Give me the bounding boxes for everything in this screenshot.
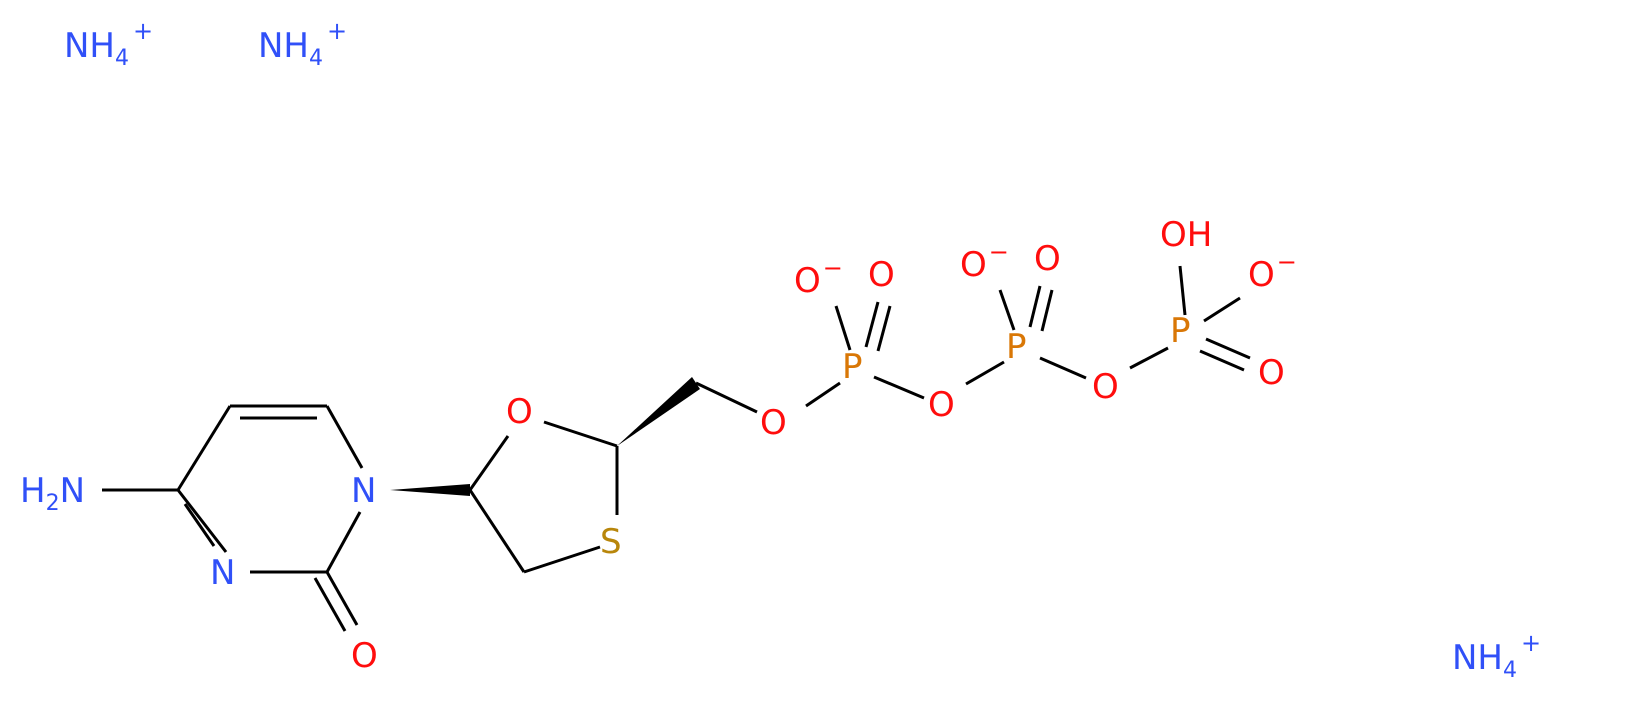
bond-n1-c2 — [325, 511, 362, 573]
bond-n3-c4-inner — [183, 503, 216, 547]
ammonium-ion-1: NH4+ — [64, 17, 153, 71]
atom-amine-nh2: H2N — [20, 471, 85, 516]
atom-o-beta-double: O — [1034, 239, 1061, 279]
bond-p-alpha-o-bridge1 — [873, 375, 925, 400]
bond-c1prime-o-ring — [468, 435, 510, 491]
bond-p-alpha-o-double — [864, 301, 880, 348]
ammonium-ion-3: NH4+ — [1452, 629, 1541, 683]
bond-o-ester-p-alpha — [805, 381, 841, 408]
bond-p-beta-o-bridge2 — [1039, 356, 1087, 380]
bond-p-beta-o-double-inner — [1040, 289, 1054, 332]
bond-ch2-o-ester — [695, 381, 758, 414]
bond-o-ring-c4prime — [543, 420, 618, 448]
atom-n3: N — [210, 553, 235, 593]
bond-n3-c4 — [176, 489, 228, 553]
atom-o-carbonyl: O — [351, 636, 378, 676]
bond-p-beta-o-double — [1028, 285, 1042, 328]
bond-p-alpha-o-minus — [834, 305, 852, 351]
bond-c5prime-c1prime — [468, 489, 526, 573]
atom-p-beta: P — [1006, 327, 1027, 367]
atom-o-ring: O — [506, 392, 533, 432]
ammonium-ion-2: NH4+ — [258, 17, 347, 71]
bond-c2-o — [325, 571, 359, 626]
atom-n1: N — [351, 471, 376, 511]
bond-p-beta-o-minus — [998, 289, 1016, 331]
bond-p-gamma-o-minus — [1203, 296, 1241, 323]
atom-o-bridge2: O — [1092, 367, 1119, 407]
bond-p-gamma-o-double — [1205, 337, 1251, 360]
atom-o-ester: O — [760, 403, 787, 443]
atom-o-beta-minus: O− — [960, 238, 1009, 285]
atom-o-alpha-minus: O− — [794, 254, 843, 301]
bond-c2-o-inner — [313, 577, 347, 632]
atom-oh-gamma: OH — [1160, 215, 1212, 255]
bond-layer — [102, 265, 1251, 632]
bond-o-bridge2-p-gamma — [1129, 346, 1169, 370]
bond-p-gamma-oh — [1178, 265, 1187, 316]
atom-p-gamma: P — [1170, 311, 1191, 351]
bond-o-bridge1-p-beta — [965, 360, 1005, 386]
atom-o-bridge1: O — [928, 385, 955, 425]
atom-o-gamma-double: O — [1258, 353, 1285, 393]
atom-s-ring: S — [600, 522, 622, 562]
bond-p-gamma-o-double-inner — [1199, 349, 1245, 372]
wedge-bond-n1-c1prime — [390, 484, 470, 496]
atom-o-gamma-minus: O− — [1248, 248, 1297, 295]
atom-label-layer: NH4+ NH4+ NH4+ H2N N N O O S O P O− O O … — [20, 17, 1541, 683]
atom-p-alpha: P — [842, 347, 863, 387]
bond-p-alpha-o-double-inner — [876, 305, 892, 352]
atom-o-alpha-double: O — [868, 255, 895, 295]
bond-c6-n1 — [325, 405, 364, 469]
bond-s-c5prime — [523, 545, 601, 574]
wedge-bond-c4prime-ch2 — [617, 377, 700, 446]
bond-c4-c5 — [176, 405, 232, 491]
